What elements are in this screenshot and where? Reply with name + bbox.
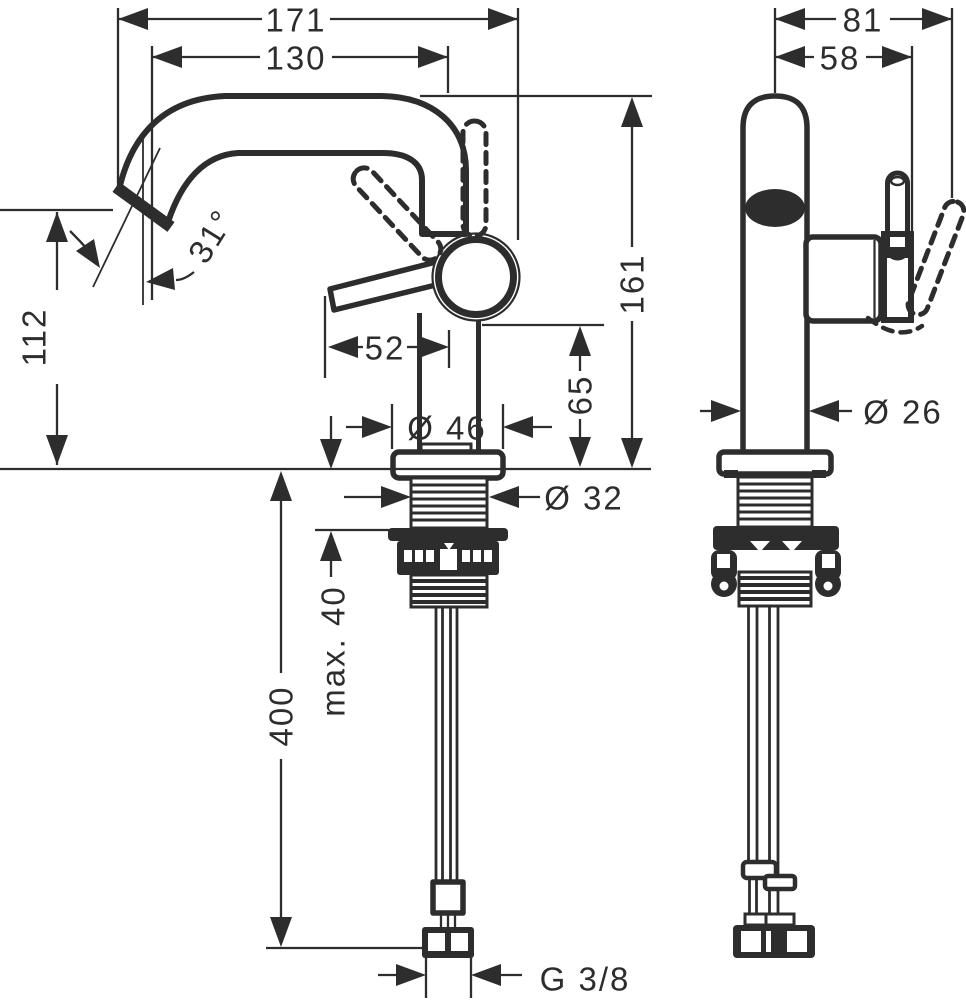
side-clamp-tabs xyxy=(711,550,841,597)
clamp-washer xyxy=(388,528,508,541)
dim-spout-reach-label: 130 xyxy=(265,40,326,77)
dim-spout-height: 112 xyxy=(0,208,113,465)
joint-body xyxy=(435,236,517,318)
dim-depth-total-label: 81 xyxy=(843,2,884,39)
spout-outlet-side xyxy=(745,189,805,227)
dim-base-diameter-label: Ø 46 xyxy=(407,410,487,447)
dim-spout-angle-label: 31° xyxy=(180,202,241,269)
dim-spout-reach-total-label: 171 xyxy=(265,2,326,39)
front-view xyxy=(112,93,521,958)
side-base-foot-left xyxy=(724,470,738,478)
spout-outline xyxy=(116,93,469,237)
base-plate xyxy=(390,449,506,481)
handle-dashed-side xyxy=(905,198,966,318)
dim-depth-total: 81 xyxy=(773,2,954,198)
dim-outlet-to-deck-height-label: 65 xyxy=(562,375,599,416)
side-base-plate xyxy=(716,449,834,477)
threaded-shank xyxy=(409,476,489,530)
side-clamp-washer xyxy=(713,526,839,552)
dim-handle-length-label: 52 xyxy=(365,330,406,367)
dim-outlet-to-deck-height: 65 xyxy=(482,323,604,467)
dim-max-mounting-thickness-label: max. 40 xyxy=(315,585,352,716)
pin-collar xyxy=(884,247,911,258)
dim-total-height-label: 161 xyxy=(614,253,651,314)
dim-base-diameter: Ø 46 xyxy=(346,404,552,449)
hose-fittings-side xyxy=(740,859,798,927)
side-body-column xyxy=(740,93,810,454)
dim-hose-length: 400 xyxy=(263,471,428,950)
handle-dashed-vertical xyxy=(460,118,489,239)
dim-hose-thread: G 3/8 xyxy=(378,958,631,998)
dim-depth-handle: 58 xyxy=(775,40,914,231)
dim-hose-thread-label: G 3/8 xyxy=(540,961,631,998)
dim-hose-length-label: 400 xyxy=(263,685,300,746)
hose-connector-side xyxy=(733,925,815,958)
dim-body-diameter-label: Ø 26 xyxy=(863,394,943,431)
dim-handle-length: 52 xyxy=(323,296,451,378)
dim-body-diameter: Ø 26 xyxy=(700,394,943,431)
dim-spout-reach-total: 171 xyxy=(116,2,520,240)
dim-total-height: 161 xyxy=(420,94,652,468)
dim-shank-diameter: Ø 32 xyxy=(344,480,624,517)
handle-bracket xyxy=(881,231,914,323)
side-threaded-shank xyxy=(736,475,814,529)
side-base-foot-right xyxy=(812,470,826,478)
side-lower-thread xyxy=(737,570,813,608)
dim-depth-handle-label: 58 xyxy=(820,40,861,77)
handle-block xyxy=(803,234,884,324)
side-view xyxy=(711,93,966,958)
supply-hoses-side xyxy=(747,606,780,876)
handle-dashed-diagonal xyxy=(350,165,444,263)
dim-max-mounting-thickness: max. 40 xyxy=(315,416,390,717)
supply-hoses-front xyxy=(434,607,459,882)
handle-pin xyxy=(885,170,910,261)
dim-spout-height-label: 112 xyxy=(16,308,53,367)
dim-spout-reach: 130 xyxy=(150,40,450,300)
hose-connector-front xyxy=(422,879,474,958)
handle-lever xyxy=(327,259,451,313)
lower-thread xyxy=(409,573,489,609)
dim-shank-diameter-label: Ø 32 xyxy=(544,480,624,517)
handle-swing-arc xyxy=(865,315,925,335)
